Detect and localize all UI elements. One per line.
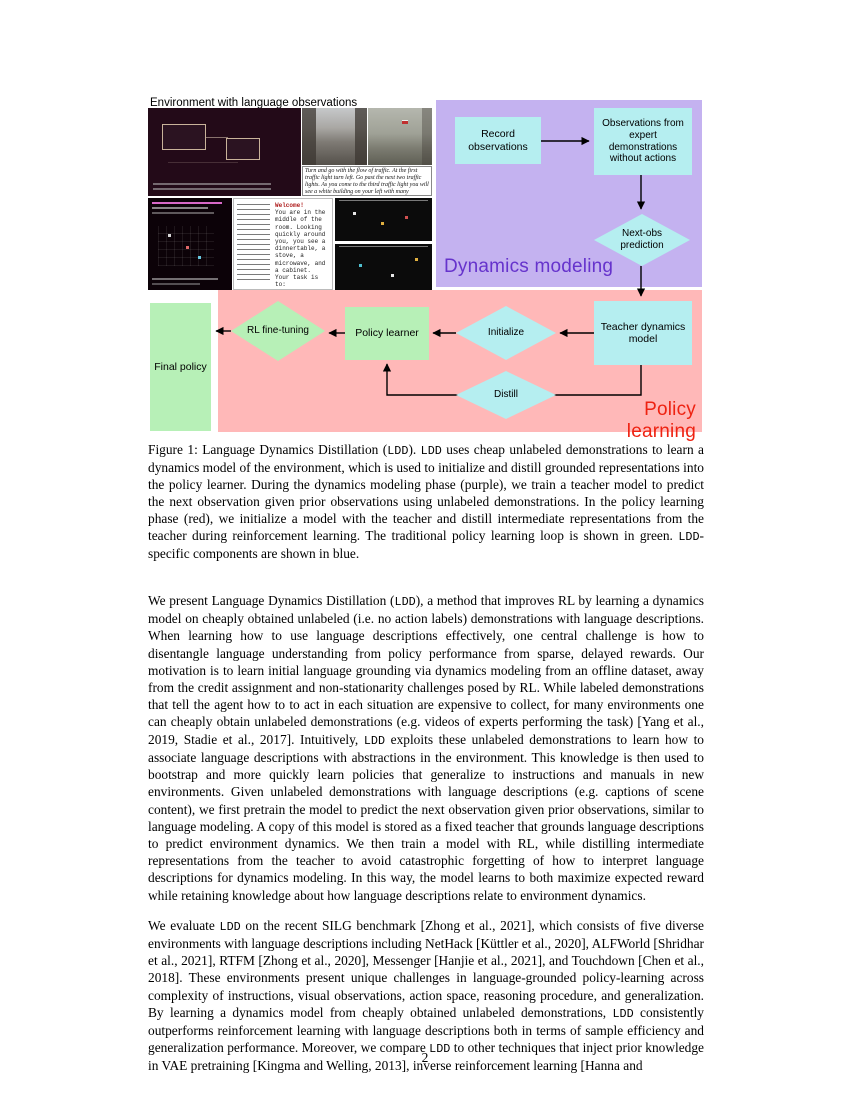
touchdown-streetview-photo-2 bbox=[368, 108, 432, 165]
nethack-corridor bbox=[206, 137, 228, 138]
alfworld-room-description: You are in the middle of the room. Looki… bbox=[275, 209, 326, 274]
figure-caption: Figure 1: Language Dynamics Distillation… bbox=[148, 442, 704, 561]
rtfm-text-line bbox=[152, 207, 208, 209]
node-observations-from-expert: Observations from expert demonstrations … bbox=[594, 108, 692, 175]
alfworld-text-panel: Welcome! You are in the middle of the ro… bbox=[233, 198, 333, 290]
rtfm-text-line bbox=[152, 278, 218, 280]
rtfm-text-line bbox=[152, 283, 200, 285]
messenger-screenshot-1 bbox=[335, 198, 432, 241]
node-policy-learner: Policy learner bbox=[345, 307, 429, 360]
alfworld-task-label: Your task is to: bbox=[275, 273, 319, 287]
rtfm-entity bbox=[168, 234, 171, 237]
rtfm-text-line bbox=[152, 202, 222, 204]
alfworld-command-list bbox=[237, 204, 270, 284]
paragraph-2: We evaluate LDD on the recent SILG bench… bbox=[148, 917, 704, 1074]
messenger-screenshot-2 bbox=[335, 244, 432, 290]
building-silhouette bbox=[355, 108, 367, 165]
page-number: 2 bbox=[421, 1050, 429, 1065]
text-column: Figure 1: Language Dynamics Distillation… bbox=[148, 441, 704, 1088]
touchdown-instruction-text: Turn and go with the flow of traffic. At… bbox=[302, 166, 432, 196]
alfworld-welcome: Welcome! bbox=[275, 202, 304, 209]
messenger-caption-line bbox=[339, 200, 428, 201]
messenger-entity bbox=[359, 264, 362, 267]
building-silhouette bbox=[422, 108, 432, 165]
nethack-status-line bbox=[153, 188, 271, 190]
rtfm-grid bbox=[158, 226, 214, 266]
messenger-entity bbox=[381, 222, 384, 225]
nethack-corridor bbox=[168, 162, 238, 163]
messenger-entity bbox=[391, 274, 394, 277]
environment-label: Environment with language observations bbox=[150, 97, 358, 109]
paragraph-1: We present Language Dynamics Distillatio… bbox=[148, 593, 705, 903]
node-record-observations: Record observations bbox=[455, 117, 541, 164]
rtfm-screenshot bbox=[148, 198, 232, 290]
alfworld-transcript: Welcome! You are in the middle of the ro… bbox=[275, 202, 330, 287]
nethack-status-line bbox=[153, 183, 271, 185]
flowchart-arrows bbox=[215, 136, 646, 396]
touchdown-streetview-photo-1 bbox=[302, 108, 367, 165]
nethack-room-outline bbox=[162, 124, 206, 150]
rtfm-text-line bbox=[152, 212, 214, 214]
messenger-entity bbox=[353, 212, 356, 215]
dynamics-modeling-label: Dynamics modeling bbox=[444, 256, 614, 277]
rtfm-entity bbox=[198, 256, 201, 259]
figure-1: Environment with language observations T… bbox=[0, 0, 850, 442]
american-flag bbox=[402, 120, 408, 124]
messenger-entity bbox=[405, 216, 408, 219]
messenger-entity bbox=[415, 258, 418, 261]
building-silhouette bbox=[302, 108, 316, 165]
nethack-screenshot bbox=[148, 108, 301, 196]
node-teacher-dynamics-model: Teacher dynamics model bbox=[594, 301, 692, 365]
messenger-caption-line bbox=[339, 246, 428, 247]
policy-learning-label: Policy learning bbox=[626, 399, 696, 442]
nethack-room-outline bbox=[226, 138, 260, 160]
rtfm-entity bbox=[186, 246, 189, 249]
node-final-policy: Final policy bbox=[150, 303, 211, 431]
